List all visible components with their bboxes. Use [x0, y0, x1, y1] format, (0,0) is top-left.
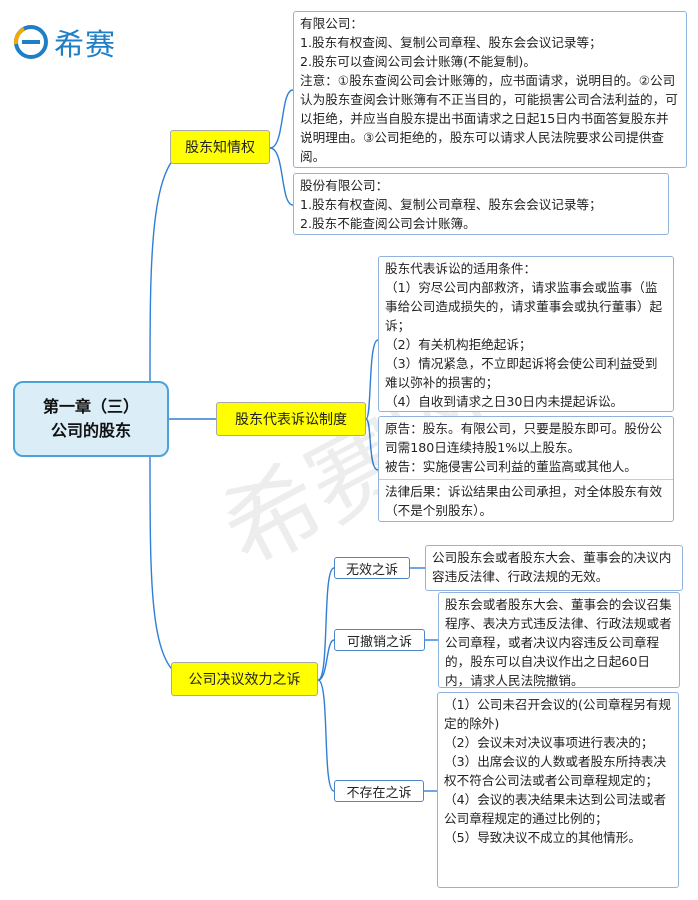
note-line: （4）会议的表决结果未达到公司法或者公司章程规定的通过比例的；	[444, 792, 667, 826]
root-node: 第一章（三） 公司的股东	[13, 381, 169, 457]
note-line: 公司股东会或者股东大会、董事会的决议内容违反法律、行政法规的无效。	[432, 550, 672, 584]
note-line: 被告：实施侵害公司利益的董监高或其他人。	[385, 459, 637, 474]
note-derivative-conditions: 股东代表诉讼的适用条件： （1）穷尽公司内部救济，请求监事会或监事（监事给公司造…	[378, 256, 674, 412]
note-line: 1.股东有权查阅、复制公司章程、股东会会议记录等；	[300, 35, 602, 50]
note-line: 股份有限公司：	[300, 178, 389, 193]
note-line: 有限公司：	[300, 16, 363, 31]
branch-resolution-suit: 公司决议效力之诉	[171, 662, 318, 696]
connector-root-resolution	[149, 456, 196, 681]
note-line: （1）公司未召开会议的(公司章程另有规定的除外)	[444, 697, 672, 731]
connector-derivative-parties	[365, 418, 379, 471]
note-line: （2）有关机构拒绝起诉；	[385, 337, 532, 352]
note-void-suit: 公司股东会或者股东大会、董事会的决议内容违反法律、行政法规的无效。	[425, 545, 683, 591]
sub-revocable-suit: 可撤销之诉	[334, 629, 425, 651]
note-llc-info-right: 有限公司： 1.股东有权查阅、复制公司章程、股东会会议记录等； 2.股东可以查阅…	[293, 11, 687, 168]
note-nonexistent-suit: （1）公司未召开会议的(公司章程另有规定的除外) （2）会议未对决议事项进行表决…	[437, 692, 679, 888]
note-divider	[379, 479, 673, 480]
sub-nonexistent-suit: 不存在之诉	[334, 780, 424, 802]
brand-logo: 希赛	[12, 22, 116, 63]
note-line: （5）导致决议不成立的其他情形。	[444, 830, 641, 845]
root-title-line2: 公司的股东	[50, 421, 131, 440]
note-line: 2.股东可以查阅公司会计账簿(不能复制)。	[300, 54, 536, 69]
note-line: （3）出席会议的人数或者股东所持表决权不符合公司法或者公司章程规定的；	[444, 754, 667, 788]
note-line: （2）会议未对决议事项进行表决的；	[444, 735, 654, 750]
note-line: （4）自收到请求之日30日内未提起诉讼。	[385, 394, 624, 409]
connector-info-llc	[269, 89, 294, 149]
connector-resolution-nonexist	[317, 679, 335, 792]
root-title-line1: 第一章（三）	[42, 397, 139, 416]
note-line: 股东代表诉讼的适用条件：	[385, 261, 537, 276]
note-line: （1）穷尽公司内部救济，请求监事会或监事（监事给公司造成损失的，请求董事会或执行…	[385, 280, 663, 333]
connector-root-info	[149, 147, 196, 382]
note-line: 2.股东不能查阅公司会计账簿。	[300, 216, 476, 231]
note-line: 原告：股东。有限公司，只要是股东即可。股份公司需180日连续持股1%以上股东。	[385, 421, 663, 455]
connector-resolution-void	[317, 567, 335, 681]
note-revocable-suit: 股东会或者股东大会、董事会的会议召集程序、表决方式违反法律、行政法规或者公司章程…	[438, 592, 680, 688]
note-line: 法律后果：诉讼结果由公司承担，对全体股东有效（不是个别股东）。	[385, 484, 663, 518]
connector-resolution-revocable	[317, 639, 335, 681]
note-line: 股东会或者股东大会、董事会的会议召集程序、表决方式违反法律、行政法规或者公司章程…	[445, 597, 672, 688]
branch-derivative-suit: 股东代表诉讼制度	[216, 402, 366, 436]
note-line: 1.股东有权查阅、复制公司章程、股东会会议记录等；	[300, 197, 602, 212]
note-derivative-parties: 原告：股东。有限公司，只要是股东即可。股份公司需180日连续持股1%以上股东。 …	[378, 416, 674, 522]
connector-info-jsc	[269, 147, 294, 206]
circle-e-logo-icon	[13, 25, 48, 59]
note-jsc-info-right: 股份有限公司： 1.股东有权查阅、复制公司章程、股东会会议记录等； 2.股东不能…	[293, 173, 669, 235]
connector-derivative-conditions	[365, 339, 379, 420]
brand-name: 希赛	[54, 28, 116, 63]
note-line: 注意：①股东查阅公司会计账簿的，应书面请求，说明目的。②公司认为股东查阅会计账簿…	[300, 73, 678, 164]
note-line: （3）情况紧急，不立即起诉将会使公司利益受到难以弥补的损害的；	[385, 356, 658, 390]
sub-void-suit: 无效之诉	[334, 557, 410, 579]
branch-shareholder-info-right: 股东知情权	[170, 130, 270, 164]
